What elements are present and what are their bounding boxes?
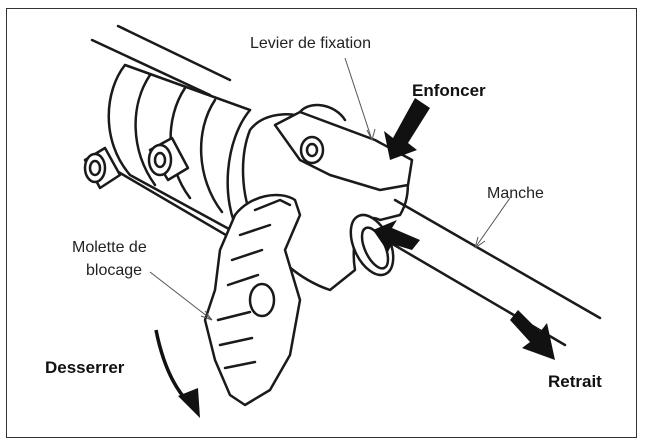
loosen-arrow <box>154 329 200 418</box>
upper-rod <box>90 24 232 97</box>
inner-arrow <box>373 220 420 252</box>
fixing-lever <box>273 110 414 192</box>
label-retract: Retrait <box>548 372 602 391</box>
bolt-left <box>83 146 122 190</box>
bolt-middle <box>147 136 190 182</box>
label-lever: Levier de fixation <box>250 35 371 52</box>
label-loosen: Desserrer <box>45 358 125 377</box>
retract-arrow <box>510 310 555 360</box>
leader-lever <box>344 57 373 141</box>
label-push: Enfoncer <box>412 81 486 100</box>
handle-tube <box>358 198 602 347</box>
push-arrow <box>384 98 430 160</box>
leader-handle <box>474 197 511 249</box>
leader-knob <box>149 271 213 321</box>
label-knob-line2: blocage <box>86 262 143 279</box>
label-handle: Manche <box>487 185 544 202</box>
label-knob-line1: Molette de <box>72 239 147 256</box>
